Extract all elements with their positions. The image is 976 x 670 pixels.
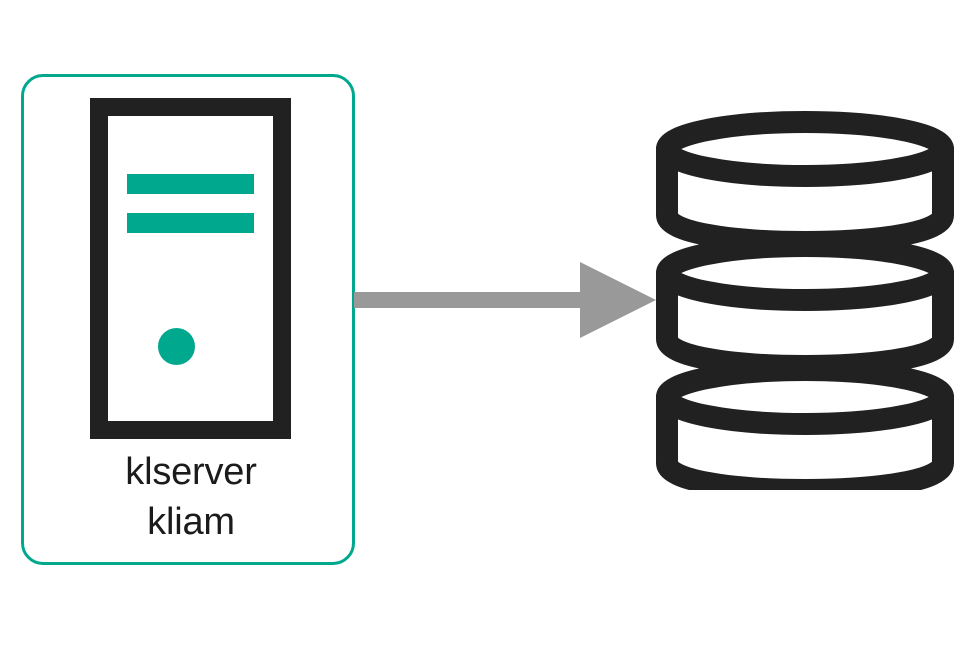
server-tower-icon [90,98,291,439]
server-power-led-icon [158,328,195,365]
server-node-label-line-2: kliam [147,500,235,543]
server-bay-bar-1-icon [127,174,254,194]
server-bay-bar-2-icon [127,213,254,233]
server-node-label-line-1: klserver [125,451,257,493]
database-disc-middle [656,235,954,377]
arrow-shape [354,262,656,338]
database-cylinder-icon[interactable] [650,108,960,490]
database-disc-top [656,111,954,253]
database-disc-bottom [656,359,954,490]
server-node-label: klserver kliam [24,448,358,548]
server-to-database-arrow [354,258,656,346]
server-node-card[interactable]: klserver kliam [21,74,355,565]
